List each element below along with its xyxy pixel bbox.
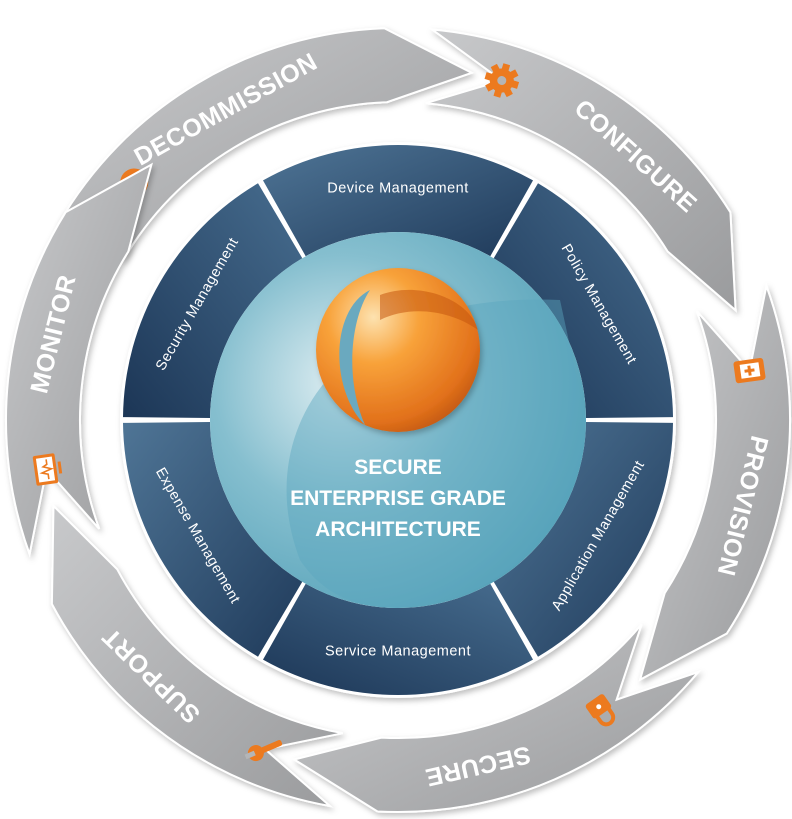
ring-segment <box>493 422 673 657</box>
cycle-arrow <box>55 27 475 262</box>
ring-segment <box>123 422 303 657</box>
cycle-arrow <box>638 282 792 682</box>
monitor-icon <box>32 453 63 486</box>
ring-label-device-management: Device Management <box>327 181 469 197</box>
center-line-3: ARCHITECTURE <box>315 518 481 541</box>
cycle-arrow <box>50 503 344 808</box>
tablet-icon <box>733 358 766 384</box>
ring-segment <box>123 183 303 418</box>
gear-icon <box>484 63 520 98</box>
sphere-logo-ridge <box>380 289 478 330</box>
ring-label-service-management: Service Management <box>325 644 471 660</box>
wrench-icon <box>244 740 283 762</box>
sphere-logo <box>316 268 480 432</box>
cycle-arrow <box>291 623 702 814</box>
sphere-logo-cut <box>339 290 370 425</box>
ring-segment <box>493 183 673 418</box>
center-hub: SECURE ENTERPRISE GRADE ARCHITECTURE <box>210 232 586 608</box>
cycle-arrow <box>425 28 737 313</box>
center-line-2: ENTERPRISE GRADE <box>290 487 506 510</box>
ring-segment <box>263 144 533 257</box>
lock-icon <box>585 694 616 727</box>
center-line-1: SECURE <box>354 456 442 479</box>
ring-segment <box>263 583 533 696</box>
